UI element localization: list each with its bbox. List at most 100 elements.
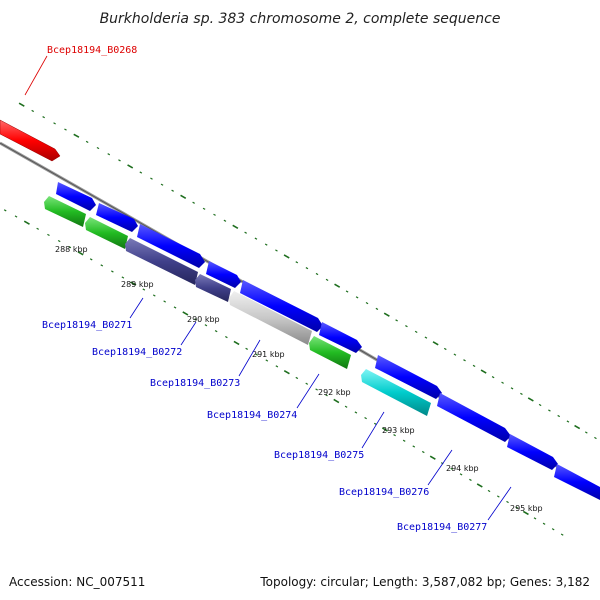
track-dash bbox=[522, 510, 529, 516]
track-dash bbox=[213, 213, 216, 216]
track-dash bbox=[214, 330, 218, 333]
track-dash bbox=[501, 381, 504, 384]
gene-arrow-b0268 bbox=[0, 119, 61, 162]
track-dash bbox=[325, 278, 329, 282]
track-dash bbox=[295, 376, 299, 380]
gene-arrow-green-2 bbox=[85, 217, 128, 249]
track-dash bbox=[53, 122, 56, 125]
track-dash bbox=[275, 365, 279, 368]
gene-arrow-b0277 bbox=[507, 434, 558, 470]
gene-label-b0273[interactable]: Bcep18194_B0273 bbox=[150, 378, 240, 389]
track-dash bbox=[64, 128, 67, 131]
track-dash bbox=[42, 116, 45, 119]
track-dash bbox=[395, 319, 398, 322]
scale-ticks: 288 kbp 289 kbp 290 kbp 291 kbp 292 kbp … bbox=[55, 245, 543, 513]
track-dash bbox=[527, 397, 534, 402]
gene-label-b0276[interactable]: Bcep18194_B0276 bbox=[339, 487, 429, 498]
gene-label-b0268[interactable]: Bcep18194_B0268 bbox=[47, 45, 137, 56]
track-dash bbox=[515, 506, 519, 509]
track-dash bbox=[315, 272, 319, 276]
scale-tick-label: 290 kbp bbox=[187, 315, 220, 324]
track-dash bbox=[182, 311, 189, 316]
track-dash bbox=[506, 500, 509, 504]
map-title: Burkholderia sp. 383 chromosome 2, compl… bbox=[100, 11, 501, 27]
gene-arrow-b0275 bbox=[375, 355, 442, 399]
gene-label-b0271[interactable]: Bcep18194_B0271 bbox=[42, 320, 132, 331]
track-dash bbox=[118, 159, 121, 162]
track-dash bbox=[584, 431, 588, 434]
gene-arrow-navy-2 bbox=[195, 274, 231, 302]
track-dash bbox=[375, 307, 379, 311]
track-dash bbox=[96, 146, 100, 150]
track-dash bbox=[254, 237, 258, 240]
gene-label-b0274[interactable]: Bcep18194_B0274 bbox=[207, 410, 297, 421]
track-dash bbox=[355, 296, 359, 299]
gene-arrow-b0269 bbox=[56, 182, 96, 211]
track-dash bbox=[305, 382, 309, 385]
track-dash bbox=[373, 422, 377, 425]
track-dash bbox=[225, 335, 228, 339]
track-dash bbox=[345, 290, 349, 293]
track-dash bbox=[491, 376, 495, 379]
track-dash bbox=[412, 445, 416, 448]
gene-label-b0275[interactable]: Bcep18194_B0275 bbox=[274, 450, 364, 461]
leader-b0271 bbox=[129, 297, 144, 319]
track-dash bbox=[111, 270, 114, 273]
inner-dotted-track bbox=[3, 209, 564, 536]
leader-b0274 bbox=[296, 373, 320, 409]
track-dash bbox=[566, 420, 570, 423]
track-dash bbox=[89, 258, 93, 261]
scale-tick-label: 293 kbp bbox=[382, 426, 415, 435]
track-dash bbox=[107, 153, 111, 156]
track-dash bbox=[469, 478, 472, 482]
track-dash bbox=[325, 394, 328, 397]
track-dash bbox=[594, 436, 597, 440]
track-dash bbox=[223, 219, 227, 222]
track-dash bbox=[480, 369, 487, 374]
track-dash bbox=[173, 306, 177, 309]
track-dash bbox=[424, 336, 428, 339]
track-dash bbox=[68, 246, 72, 249]
track-dash bbox=[520, 392, 523, 396]
track-dash bbox=[233, 340, 240, 346]
track-dash bbox=[551, 528, 555, 531]
gene-arrow-navy-1 bbox=[125, 238, 198, 285]
track-dash bbox=[255, 353, 259, 356]
track-dash bbox=[283, 369, 290, 375]
track-dash bbox=[333, 398, 340, 404]
track-dash bbox=[77, 251, 84, 256]
track-dash bbox=[557, 414, 561, 418]
gene-arrow-b0278 bbox=[554, 464, 600, 500]
track-dash bbox=[393, 434, 396, 437]
track-dash bbox=[405, 325, 408, 328]
track-dash bbox=[150, 177, 153, 180]
track-dash bbox=[402, 439, 406, 442]
track-dash bbox=[57, 239, 61, 243]
scale-tick-label: 295 kbp bbox=[510, 504, 543, 513]
track-dash bbox=[130, 281, 137, 286]
outer-dotted-track bbox=[18, 102, 597, 440]
track-dash bbox=[265, 359, 269, 362]
gene-labels: Bcep18194_B0268 Bcep18194_B0271 Bcep1819… bbox=[42, 45, 487, 533]
track-dash bbox=[459, 473, 463, 476]
scale-tick-label: 288 kbp bbox=[55, 245, 88, 254]
track-dash bbox=[171, 189, 174, 192]
track-dash bbox=[315, 388, 318, 391]
track-dash bbox=[560, 533, 564, 536]
track-dash bbox=[245, 347, 248, 350]
track-dash bbox=[476, 483, 483, 488]
leader-b0276 bbox=[427, 449, 453, 486]
track-dash bbox=[295, 261, 299, 264]
scale-tick-label: 291 kbp bbox=[252, 350, 285, 359]
track-dash bbox=[510, 387, 514, 390]
scale-tick-label: 292 kbp bbox=[318, 388, 351, 397]
gene-arrow-b0272 bbox=[206, 261, 241, 288]
track-dash bbox=[204, 324, 208, 327]
track-dash bbox=[180, 194, 187, 199]
track-dash bbox=[18, 102, 25, 107]
track-dash bbox=[121, 276, 125, 279]
gene-arrow-cyan bbox=[361, 369, 431, 416]
gene-label-b0277[interactable]: Bcep18194_B0277 bbox=[397, 522, 487, 533]
gene-label-b0272[interactable]: Bcep18194_B0272 bbox=[92, 347, 182, 358]
track-dash bbox=[414, 330, 418, 334]
